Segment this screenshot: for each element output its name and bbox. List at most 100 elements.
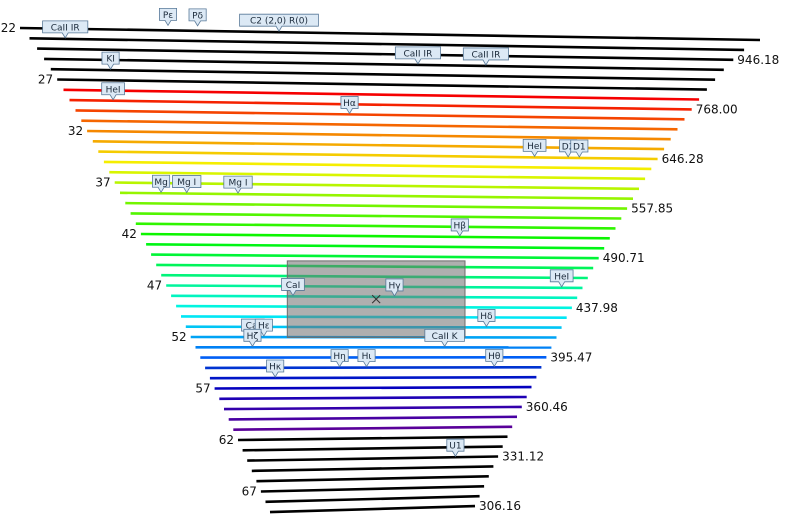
order-trace (228, 415, 518, 421)
order-trace (205, 365, 542, 370)
marker-label: Hα (343, 99, 356, 109)
line-marker[interactable]: U1 (446, 438, 465, 457)
order-label: 47 (147, 279, 162, 293)
marker-tag-box (101, 51, 120, 70)
marker-label: D1 (573, 143, 586, 153)
line-marker[interactable]: Hι (357, 349, 376, 368)
line-marker[interactable]: Hβ (450, 218, 469, 237)
order-trace (98, 150, 658, 161)
line-marker[interactable]: CaII K (424, 328, 465, 348)
order-trace (219, 395, 527, 401)
line-marker[interactable]: Hη (330, 349, 349, 368)
wavelength-label: 306.16 (479, 499, 521, 513)
line-marker[interactable]: Hδ (477, 309, 496, 328)
marker-tag-box (485, 348, 504, 368)
marker-label: Hβ (454, 222, 467, 232)
order-trace (119, 191, 634, 200)
line-marker[interactable]: CaII IR (394, 46, 441, 65)
order-trace (114, 181, 640, 191)
marker-label: Hζ (247, 332, 259, 342)
marker-label: Hε (258, 322, 270, 332)
order-trace (125, 201, 628, 210)
line-marker[interactable]: Mg I (223, 175, 253, 194)
order-label: 52 (171, 330, 186, 344)
order-trace (214, 385, 532, 390)
order-trace (50, 67, 716, 81)
order-trace (69, 98, 692, 111)
marker-label: CaII IR (51, 23, 80, 33)
wavelength-label: 360.46 (526, 400, 568, 414)
order-label: 22 (1, 21, 16, 35)
order-label: 62 (219, 433, 234, 447)
order-trace (269, 504, 476, 514)
marker-label: Mg I (177, 178, 196, 188)
marker-tag-box (42, 20, 89, 39)
line-marker[interactable]: Hκ (266, 359, 285, 378)
line-marker[interactable]: HeI (522, 138, 547, 158)
marker-label: D2 (562, 142, 575, 152)
line-marker[interactable]: CaII IR (462, 47, 509, 66)
line-marker[interactable]: Hα (340, 96, 359, 115)
marker-tag-box (239, 13, 319, 32)
line-marker[interactable]: Hζ (243, 328, 262, 348)
marker-label: Hδ (480, 312, 493, 322)
marker-tag-box (243, 328, 262, 348)
wavelength-label: 557.85 (631, 202, 673, 216)
marker-tag-box (462, 47, 509, 66)
line-marker[interactable]: CaII IR (42, 20, 89, 39)
wavelength-label: 331.12 (502, 450, 544, 464)
line-marker[interactable]: C2 (2,0) R(0) (239, 13, 319, 32)
order-trace (135, 222, 616, 230)
order-trace (75, 109, 685, 121)
order-trace (29, 37, 745, 52)
line-marker[interactable]: HeI (101, 82, 125, 101)
marker-label: HeI (106, 85, 121, 95)
order-trace (87, 129, 671, 141)
order-trace (109, 170, 646, 181)
order-trace (237, 435, 508, 442)
cross-icon (371, 294, 381, 304)
marker-tag-box (330, 349, 349, 368)
marker-tag-box (394, 46, 441, 65)
marker-tag-box (477, 309, 496, 328)
marker-tag-box (450, 218, 469, 237)
order-trace (223, 405, 522, 411)
wavelength-label: 437.98 (576, 301, 618, 315)
marker-tag-box (549, 269, 574, 288)
order-trace (260, 485, 485, 493)
marker-label: Hι (362, 352, 372, 362)
wavelength-label: 946.18 (737, 53, 779, 67)
line-marker[interactable]: D1 (570, 139, 589, 158)
line-marker[interactable]: CaI (281, 278, 305, 297)
line-marker[interactable]: Hθ (485, 348, 504, 368)
marker-tag-box (101, 82, 125, 101)
marker-tag-box (522, 138, 547, 158)
order-trace (57, 78, 707, 91)
line-marker[interactable]: Pε (159, 8, 177, 27)
order-trace (19, 26, 761, 42)
order-label: 57 (195, 382, 210, 396)
marker-tag-box (281, 278, 305, 297)
marker-label: CaI (286, 281, 300, 291)
marker-label: CaII K (432, 332, 459, 342)
order-trace (251, 465, 494, 473)
marker-tag-box (385, 278, 404, 297)
line-marker[interactable]: KI (101, 51, 120, 70)
line-marker[interactable]: Hγ (385, 278, 404, 297)
order-label: 32 (68, 124, 83, 138)
order-trace (63, 88, 700, 101)
line-marker[interactable]: Mg (152, 174, 171, 194)
line-marker[interactable]: HeI (549, 269, 574, 288)
order-trace (265, 494, 480, 504)
line-marker[interactable]: Mg I (172, 175, 202, 194)
line-marker[interactable]: Pδ (188, 8, 207, 27)
order-trace (256, 475, 489, 483)
marker-tag-box (570, 139, 589, 158)
order-trace (247, 455, 499, 462)
line-markers: Pε Pδ C2 (2,0) R(0) CaII IR CaII IR CaII IR KI… (42, 8, 589, 457)
order-trace (103, 160, 652, 171)
order-label: 67 (242, 485, 257, 499)
marker-label: C2 (2,0) R(0) (250, 17, 308, 27)
order-trace (146, 243, 605, 250)
